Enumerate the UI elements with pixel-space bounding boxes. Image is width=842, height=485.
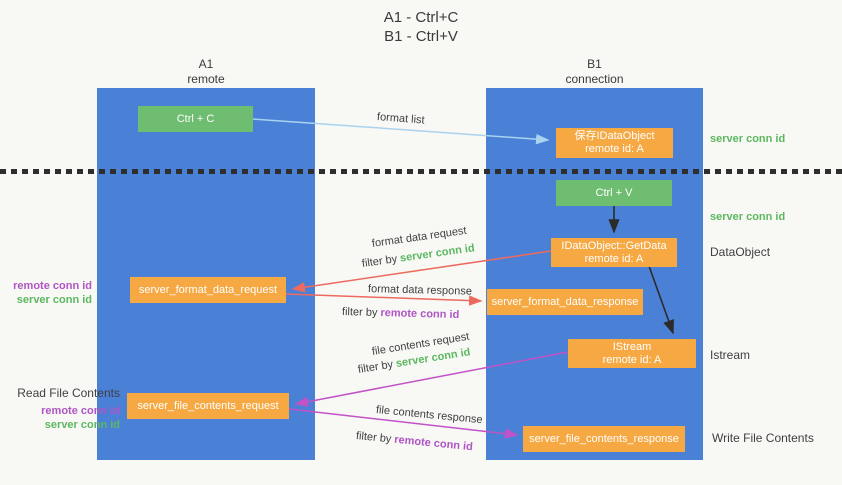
- filter-prefix-text: filter by: [341, 306, 378, 319]
- left-label-block-file: Read File Contents remote conn id server…: [0, 386, 120, 432]
- right-label-server-conn-id-1: server conn id: [710, 133, 786, 145]
- left-label-server-conn-id-1: server conn id: [16, 294, 92, 306]
- node-server-format-data-request-label: server_format_data_request: [138, 284, 278, 296]
- node-ctrl-v: Ctrl + V: [556, 180, 672, 206]
- node-save-idataobject: 保存IDataObject remote id: A: [556, 128, 673, 158]
- lifeline-a1-name: A1: [198, 57, 214, 71]
- lifeline-a1-role: remote: [187, 72, 225, 86]
- node-server-format-data-request: server_format_data_request: [130, 277, 286, 303]
- filter-prefix-text: filter by: [361, 253, 398, 270]
- left-label-server-conn-id-2: server conn id: [44, 419, 120, 431]
- lifeline-header-b1: B1 connection: [486, 57, 703, 87]
- node-ctrl-c-label: Ctrl + C: [176, 113, 215, 125]
- node-server-file-contents-response: server_file_contents_response: [523, 426, 685, 452]
- lifeline-header-a1: A1 remote: [97, 57, 315, 87]
- title-line-ctrl-c: A1 - Ctrl+C: [383, 9, 459, 26]
- right-label-dataobject: DataObject: [710, 245, 771, 259]
- node-save-idataobject-line2: remote id: A: [585, 143, 644, 155]
- node-server-format-data-response: server_format_data_response: [487, 289, 643, 315]
- node-istream-line2: remote id: A: [602, 353, 662, 366]
- filter-key-remote-conn-id: remote conn id: [380, 307, 460, 322]
- right-label-write-file-contents: Write File Contents: [712, 431, 814, 445]
- left-label-block-format: remote conn id server conn id: [0, 279, 92, 307]
- node-server-file-contents-request: server_file_contents_request: [127, 393, 289, 419]
- node-ctrl-v-label: Ctrl + V: [595, 187, 633, 199]
- copy-paste-separator-line: [0, 169, 842, 174]
- left-label-read-file-contents: Read File Contents: [17, 386, 120, 400]
- label-file-contents-response: file contents response: [375, 404, 484, 427]
- filter-key-remote-conn-id: remote conn id: [393, 433, 474, 454]
- left-label-remote-conn-id-1: remote conn id: [13, 280, 92, 292]
- node-server-format-data-response-label: server_format_data_response: [491, 296, 639, 308]
- node-ctrl-c: Ctrl + C: [138, 106, 253, 132]
- label-format-list: format list: [376, 111, 426, 127]
- node-idataobject-getdata-line2: remote id: A: [584, 252, 644, 265]
- node-save-idataobject-line1: 保存IDataObject: [574, 130, 655, 142]
- lifeline-b1-role: connection: [565, 72, 624, 86]
- right-label-server-conn-id-2: server conn id: [710, 211, 786, 223]
- node-server-file-contents-request-label: server_file_contents_request: [137, 400, 279, 412]
- node-server-file-contents-response-label: server_file_contents_response: [529, 433, 679, 445]
- node-istream-line1: IStream: [612, 340, 652, 353]
- lifeline-b1-name: B1: [587, 57, 602, 71]
- title-line-ctrl-v: B1 - Ctrl+V: [384, 28, 458, 45]
- node-idataobject-getdata: IDataObject::GetData remote id: A: [551, 238, 677, 267]
- diagram-title: A1 - Ctrl+C B1 - Ctrl+V: [0, 8, 842, 46]
- filter-prefix-text: filter by: [355, 430, 392, 446]
- label-format-data-response: format data response: [367, 283, 473, 298]
- filter-prefix-text: filter by: [357, 358, 394, 376]
- node-idataobject-getdata-line1: IDataObject::GetData: [561, 239, 667, 252]
- right-label-istream: Istream: [710, 348, 751, 362]
- left-label-remote-conn-id-2: remote conn id: [41, 405, 120, 417]
- node-istream: IStream remote id: A: [568, 339, 696, 368]
- filter-key-server-conn-id: server conn id: [399, 242, 476, 265]
